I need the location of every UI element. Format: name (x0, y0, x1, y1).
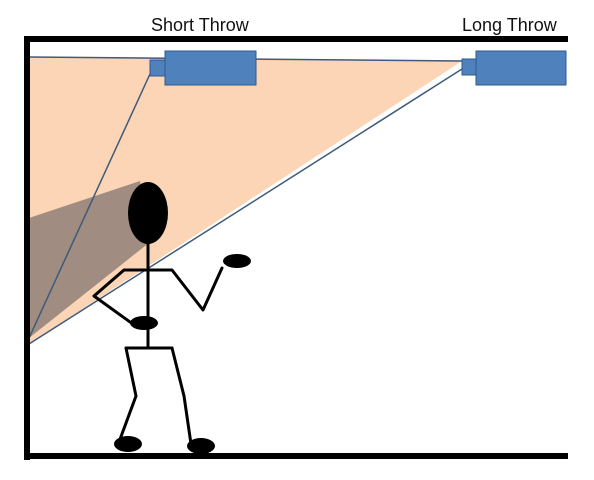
long-throw-body (475, 50, 567, 86)
figure-left-leg (117, 346, 138, 444)
figure-left-arm (92, 268, 150, 324)
short-throw-lens (149, 59, 166, 77)
figure-left-hand (130, 316, 158, 330)
stick-figure-icon (92, 182, 251, 454)
figure-shadow (29, 181, 150, 338)
long-throw-projection-area (29, 57, 462, 344)
short-throw-projector (149, 50, 257, 86)
long-throw-lens (461, 58, 477, 76)
long-throw-bottom-beam (28, 68, 463, 345)
short-throw-body (164, 50, 257, 86)
figure-left-foot (114, 436, 142, 452)
short-throw-beam (28, 73, 151, 339)
figure-right-foot (187, 438, 215, 454)
short-throw-label: Short Throw (151, 15, 249, 35)
figure-right-hand (223, 254, 251, 268)
figure-right-leg (170, 346, 193, 446)
figure-head (128, 182, 168, 244)
long-throw-label: Long Throw (462, 15, 557, 35)
figure-right-arm (146, 266, 224, 312)
long-throw-projector (461, 50, 567, 86)
